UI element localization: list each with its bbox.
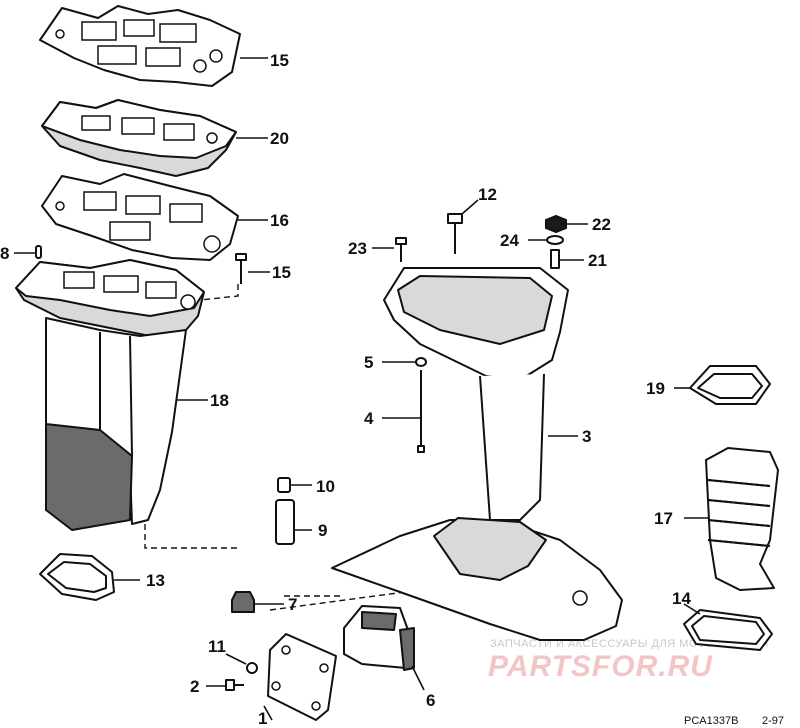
callout-labels: 15 20 16 8 15 18 10 9 13 7 5 4 3 12 23 2… <box>0 51 691 728</box>
part-screw-23 <box>395 237 407 262</box>
part-screw-2 <box>225 679 244 691</box>
part-cap-10 <box>277 477 291 493</box>
callout-21: 21 <box>588 251 607 270</box>
callout-10: 10 <box>316 477 335 496</box>
callout-8: 8 <box>0 244 9 263</box>
part-gasket-lower <box>41 173 239 261</box>
callout-2: 2 <box>190 677 199 696</box>
part-seal-19 <box>689 365 771 405</box>
callout-5: 5 <box>364 353 373 372</box>
callout-24: 24 <box>500 231 519 250</box>
figure-date: 2-97 <box>762 715 784 727</box>
callout-20: 20 <box>270 129 289 148</box>
callout-22: 22 <box>592 215 611 234</box>
callout-23: 23 <box>348 239 367 258</box>
part-exhaust-seal-17 <box>705 447 779 591</box>
callout-3: 3 <box>582 427 591 446</box>
part-rod <box>417 370 425 453</box>
callout-7: 7 <box>288 595 297 614</box>
part-screw-12 <box>447 213 463 254</box>
part-washer-11 <box>246 662 258 674</box>
figure-code: PCA1337B <box>684 715 738 727</box>
part-gasket-14 <box>683 609 773 651</box>
part-washer-24 <box>546 235 564 245</box>
part-retainer <box>415 357 427 367</box>
leader-lines <box>14 57 708 721</box>
callout-13: 13 <box>146 571 165 590</box>
part-stud-21 <box>550 249 560 269</box>
assembly-guide-line <box>144 524 240 549</box>
part-adaptor-plate <box>41 99 237 177</box>
part-gasket-top <box>39 5 241 87</box>
assembly-guide-line-lower <box>269 589 421 611</box>
callout-4: 4 <box>364 409 374 428</box>
callout-1: 1 <box>258 709 267 728</box>
part-driveshaft-housing <box>331 267 623 641</box>
callout-17: 17 <box>654 509 673 528</box>
part-dowel-pin <box>35 245 42 259</box>
part-grommet-13 <box>39 553 115 601</box>
callout-15: 15 <box>272 263 291 282</box>
part-cover-plate-1 <box>267 633 337 721</box>
watermark-logo: PARTSFOR.RU <box>488 650 713 683</box>
part-rubber-mount-7 <box>231 591 255 613</box>
callout-9: 9 <box>318 521 327 540</box>
part-exhaust-housing <box>15 259 205 531</box>
callout-16-lower: 16 <box>270 211 289 230</box>
part-screw-15 <box>235 253 247 284</box>
callout-6: 6 <box>426 691 435 710</box>
assembly-guide-line-bolt <box>199 284 239 301</box>
callout-11: 11 <box>208 637 226 656</box>
callout-16-top: 15 <box>270 51 289 70</box>
callout-18: 18 <box>210 391 229 410</box>
callout-12: 12 <box>478 185 497 204</box>
part-tube-9 <box>275 499 295 545</box>
callout-14: 14 <box>672 589 691 608</box>
part-nut-22 <box>545 214 567 234</box>
part-mount-bracket-6 <box>343 605 415 671</box>
callout-19: 19 <box>646 379 665 398</box>
